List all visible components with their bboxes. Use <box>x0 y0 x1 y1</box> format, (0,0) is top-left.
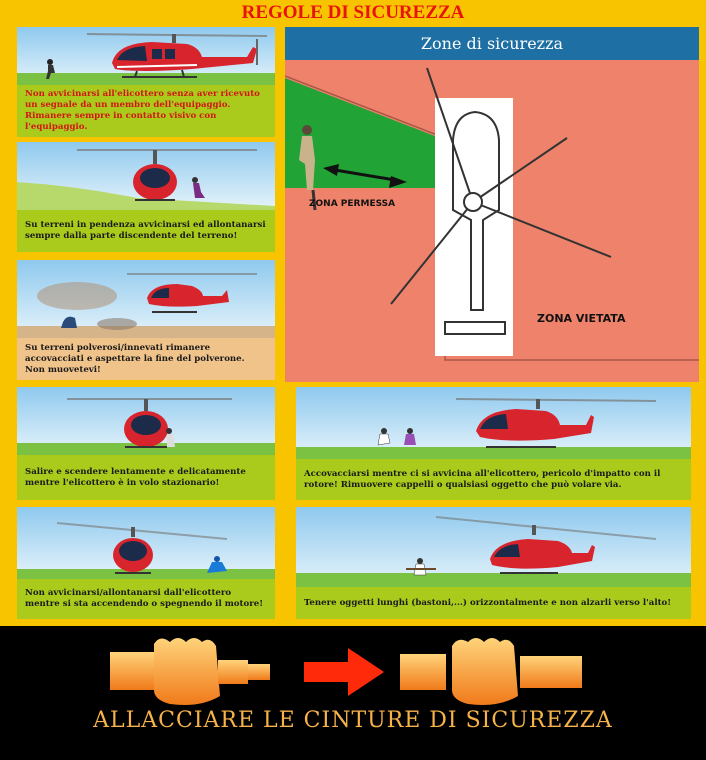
helicopter-long-objects-scene <box>296 507 691 587</box>
rule-panel-7: Tenere oggetti lunghi (bastoni,...) oriz… <box>296 507 691 619</box>
rule-caption: Non avvicinarsi all'elicottero senza ave… <box>17 85 275 137</box>
seatbelt-buckle-icon <box>110 638 582 705</box>
rule-panel-5: Accovacciarsi mentre ci si avvicina all'… <box>296 387 691 500</box>
rule-caption: Tenere oggetti lunghi (bastoni,...) oriz… <box>296 587 691 619</box>
helicopter-crouch-scene <box>296 387 691 459</box>
seatbelt-banner: ALLACCIARE LE CINTURE DI SICUREZZA <box>0 626 706 760</box>
zone-forbidden-label: ZONA VIETATA <box>537 312 626 325</box>
rule-panel-6: Non avvicinarsi/allontanarsi dall'elicot… <box>17 507 275 619</box>
rule-panel-2: Su terreni in pendenza avvicinarsi ed al… <box>17 142 275 252</box>
zone-allowed-label: ZONA PERMESSA <box>309 199 395 209</box>
zones-title: Zone di sicurezza <box>285 27 699 60</box>
helicopter-scene <box>17 27 275 85</box>
rule-panel-3: Su terreni polverosi/innevati rimanere a… <box>17 260 275 380</box>
safety-poster: REGOLE DI SICUREZZA N <box>0 0 706 626</box>
helicopter-hover-scene <box>17 387 275 455</box>
rule-caption: Su terreni in pendenza avvicinarsi ed al… <box>17 210 275 252</box>
seatbelt-instruction: ALLACCIARE LE CINTURE DI SICUREZZA <box>93 708 613 733</box>
rule-panel-4: Salire e scendere lentamente e delicatam… <box>17 387 275 500</box>
safety-zones-diagram: Zone di sicurezza ZONA PERMESSA ZONA VIE… <box>285 27 699 382</box>
helicopter-engine-start-scene <box>17 507 275 579</box>
page-title: REGOLE DI SICUREZZA <box>241 2 465 23</box>
helicopter-dust-scene <box>17 260 275 338</box>
helicopter-slope-scene <box>17 142 275 210</box>
rule-caption: Su terreni polverosi/innevati rimanere a… <box>17 338 275 380</box>
rule-panel-1: Non avvicinarsi all'elicottero senza ave… <box>17 27 275 137</box>
rule-caption: Salire e scendere lentamente e delicatam… <box>17 455 275 500</box>
zones-diagram-graphic: ZONA PERMESSA ZONA VIETATA <box>285 67 699 361</box>
rule-caption: Accovacciarsi mentre ci si avvicina all'… <box>296 459 691 500</box>
rule-caption: Non avvicinarsi/allontanarsi dall'elicot… <box>17 579 275 619</box>
